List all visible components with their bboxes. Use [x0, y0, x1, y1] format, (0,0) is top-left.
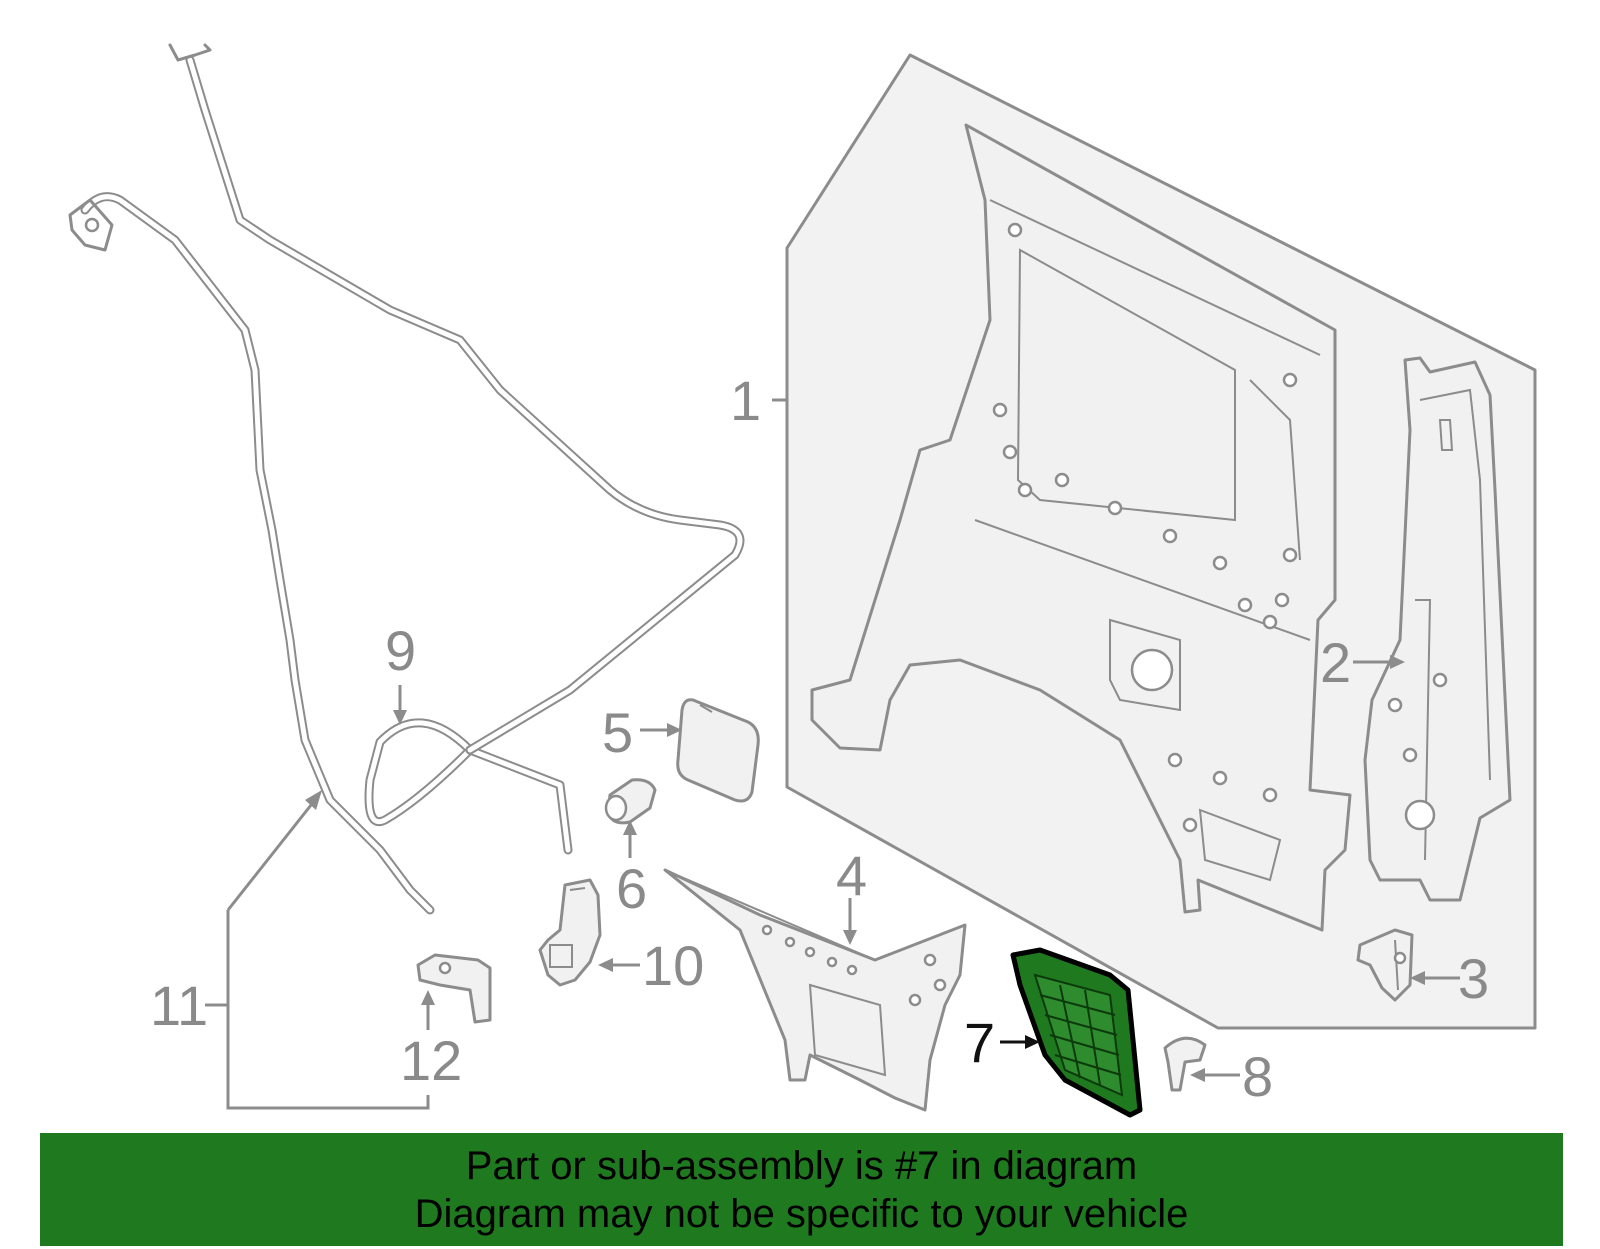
part-7-vent-highlighted[interactable]	[1010, 947, 1143, 1118]
leader-7-arrowhead	[1025, 1035, 1040, 1049]
part-8-push-clip[interactable]	[1163, 1036, 1207, 1092]
leader-10-arrowhead	[598, 958, 613, 972]
callout-6: 6	[616, 857, 647, 920]
callout-2: 2	[1320, 631, 1351, 694]
leader-8-arrowhead	[1190, 1068, 1205, 1082]
parts-diagram: 1 2 3 4 5 6 7 8 9 10 11 12	[68, 43, 1537, 1118]
callout-10: 10	[642, 934, 704, 997]
info-banner: Part or sub-assembly is #7 in diagram Di…	[40, 1133, 1563, 1246]
part-5-fuel-door[interactable]	[676, 698, 760, 803]
part-10-actuator[interactable]	[538, 878, 602, 987]
callout-3: 3	[1458, 947, 1489, 1010]
callout-7[interactable]: 7	[964, 1011, 995, 1074]
part-9-cable[interactable]	[168, 43, 745, 855]
leader-5-arrowhead	[667, 723, 682, 737]
leader-12-arrowhead	[421, 990, 435, 1005]
banner-line-1: Part or sub-assembly is #7 in diagram	[465, 1143, 1138, 1188]
leader-3-arrowhead	[1410, 971, 1425, 985]
callout-12: 12	[400, 1029, 462, 1092]
part-1-quarter-panel[interactable]	[810, 123, 1352, 932]
callout-4: 4	[836, 844, 867, 907]
part-3-bracket[interactable]	[1356, 928, 1414, 1002]
part-12-bracket[interactable]	[416, 953, 492, 1024]
leader-6-arrowhead	[623, 820, 637, 835]
leader-11-arrowhead	[305, 790, 322, 810]
leader-11	[205, 799, 430, 1110]
leader-4-arrowhead	[843, 930, 857, 945]
part-4-panel[interactable]	[663, 868, 967, 1112]
callout-5: 5	[602, 701, 633, 764]
callout-9: 9	[385, 619, 416, 682]
banner-line-2: Diagram may not be specific to your vehi…	[414, 1191, 1189, 1236]
callout-8: 8	[1242, 1045, 1273, 1108]
part-11-cable[interactable]	[68, 192, 435, 915]
leader-9-arrowhead	[393, 710, 407, 725]
part-6-stopper[interactable]	[604, 778, 657, 825]
callout-11: 11	[150, 974, 208, 1037]
leader-2-arrowhead	[1390, 655, 1405, 669]
callout-1: 1	[730, 369, 761, 432]
part-2-pillar[interactable]	[1363, 356, 1512, 902]
